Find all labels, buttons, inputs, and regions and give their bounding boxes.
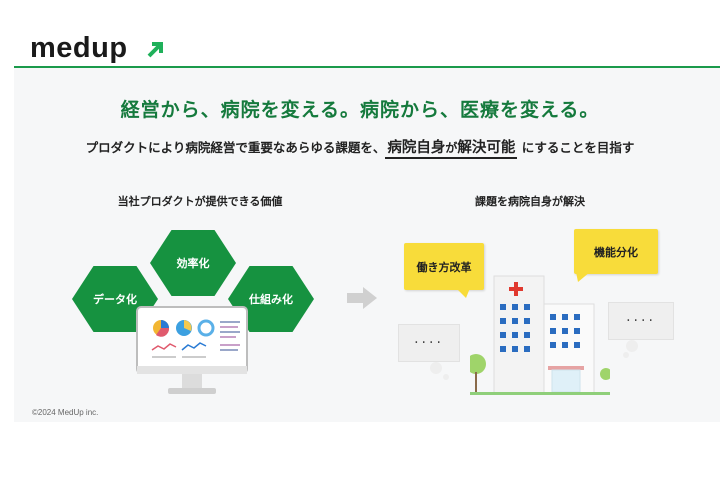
bubble-tail	[456, 288, 470, 298]
subline-em1: 病院自身	[387, 140, 446, 156]
bubble-workstyle-reform: 働き方改革	[404, 243, 484, 290]
subline-suffix: にすることを目指す	[521, 140, 635, 155]
placeholder-box-right: ····	[608, 302, 674, 340]
subline-emphasis: 病院自身が解決可能	[385, 140, 518, 159]
subline-prefix: プロダクトにより病院経営で重要なあらゆる課題を、	[85, 140, 386, 155]
thought-dots	[430, 362, 449, 380]
subline-em2: 解決可能	[457, 140, 516, 156]
subline-ga: が	[445, 141, 458, 155]
copyright: ©2024 MedUp inc.	[32, 408, 99, 417]
subline: プロダクトにより病院経営で重要なあらゆる課題を、病院自身が解決可能 にすることを…	[0, 136, 720, 159]
right-section-title: 課題を病院自身が解決	[475, 195, 585, 208]
monitor-illustration	[136, 306, 248, 394]
hospital-illustration	[470, 275, 610, 395]
arrow-right-icon	[347, 287, 377, 309]
bubble-tail	[576, 272, 590, 282]
left-section-title: 当社プロダクトが提供できる価値	[117, 195, 283, 208]
arrow-up-right-icon	[147, 42, 163, 58]
thought-dots	[623, 340, 638, 358]
bubble-function-differentiation: 機能分化	[574, 229, 658, 274]
headline: 経営から、病院を変える。病院から、医療を変える。	[120, 99, 600, 121]
placeholder-box-left: ····	[398, 324, 460, 362]
medup-logo: medup	[30, 32, 128, 64]
header-divider	[14, 66, 720, 68]
